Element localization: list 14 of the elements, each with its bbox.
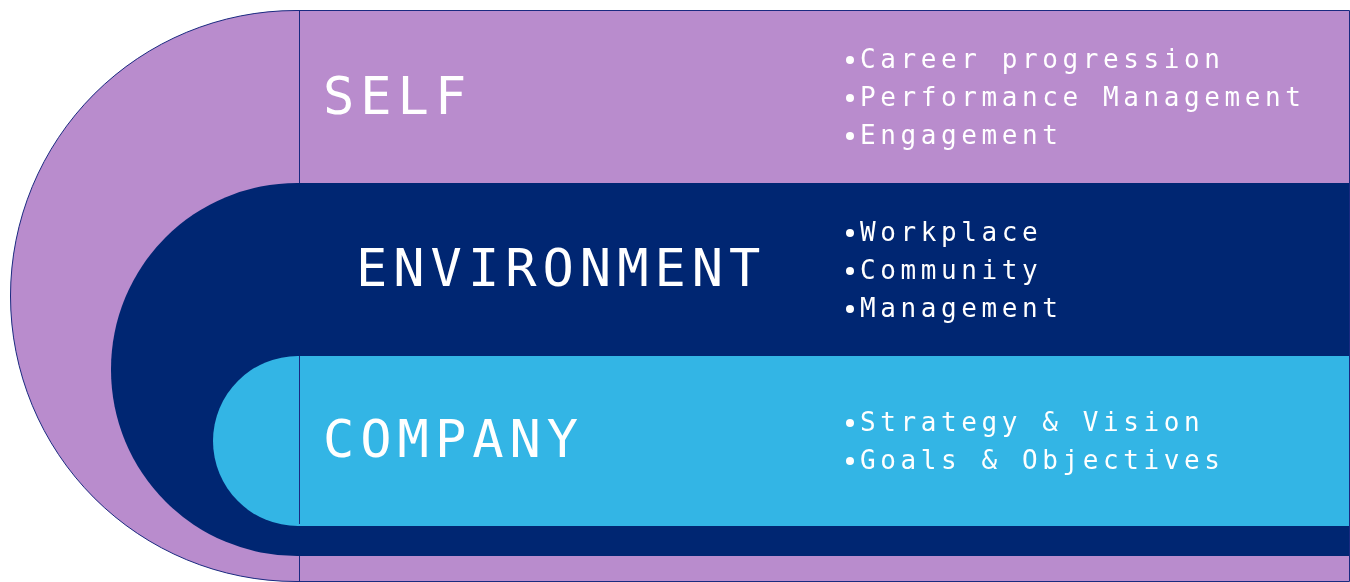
bullet-item: Community (860, 254, 1043, 286)
rounded-band (213, 356, 1349, 526)
bullet-item: Engagement (860, 119, 1063, 151)
band-heading: SELF (323, 66, 473, 126)
rounded-band (111, 183, 1349, 556)
rounded-band (10, 10, 1350, 582)
band-heading: COMPANY (323, 409, 585, 469)
bullet-item: Goals & Objectives (860, 444, 1225, 476)
bullet-item: Performance Management (860, 81, 1306, 113)
bullet-item: Management (860, 292, 1063, 324)
bullet-item: Strategy & Vision (860, 406, 1205, 438)
bullet-item: Career progression (860, 43, 1225, 75)
bullet-item: Workplace (860, 216, 1043, 248)
band-heading: ENVIRONMENT (356, 238, 767, 298)
